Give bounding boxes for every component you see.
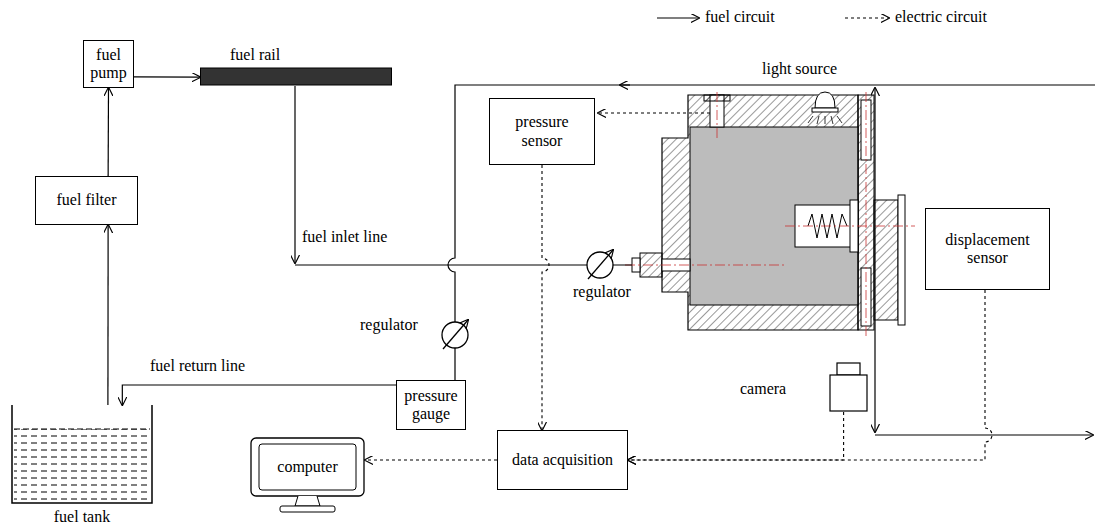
- window-plate: [858, 95, 874, 330]
- sensor-box: displacement sensor: [925, 208, 1050, 290]
- upper-port: [861, 100, 871, 160]
- electric-connector: [542, 165, 549, 430]
- node-label: displacement sensor: [930, 231, 1045, 268]
- lamp-base: [812, 108, 838, 112]
- regulator-symbol: [587, 252, 613, 278]
- pressure-port: [710, 95, 724, 127]
- node-label: fuel pump: [88, 46, 129, 83]
- camera: camera: [738, 362, 870, 412]
- return-flow-arrow: [620, 84, 630, 85]
- center-line: [866, 92, 867, 336]
- regulator-arrow: [443, 320, 468, 349]
- legend-fuel-sample: [657, 17, 699, 18]
- fuel-rail-shape: [200, 46, 392, 86]
- end-plate: [898, 195, 905, 325]
- center-line: [785, 226, 915, 227]
- legend-label: electric circuit: [895, 8, 987, 26]
- node-label: fuel tank: [10, 508, 154, 526]
- fuel-tank: fuel tank: [10, 405, 154, 529]
- sensor-box: pressure sensor: [489, 98, 595, 165]
- process-box: fuel pump: [83, 40, 134, 88]
- chamber-cavity: [690, 127, 858, 305]
- spring: [808, 214, 847, 238]
- pressure-signal-line: [598, 112, 710, 113]
- lower-port: [861, 268, 871, 326]
- needle-seat: [850, 200, 858, 252]
- node-label: camera: [740, 380, 786, 398]
- fuel-rail: fuel rail: [200, 46, 392, 86]
- inlet-fitting: [640, 253, 662, 277]
- lamp: [815, 92, 835, 108]
- outlet-flow-line: [875, 434, 1093, 435]
- legend-electric-sample: [845, 17, 889, 18]
- node-label: fuel filter: [57, 191, 117, 209]
- node-label: fuel rail: [230, 46, 280, 64]
- light-rays: [808, 116, 842, 124]
- gauge-box: pressure gauge: [396, 380, 466, 430]
- annotation-label: fuel inlet line: [302, 228, 387, 246]
- legend-label: fuel circuit: [705, 8, 775, 26]
- process-box: data acquisition: [497, 430, 628, 490]
- regulator-symbol: [442, 322, 468, 348]
- plate-flow-line: [874, 88, 875, 432]
- fuel-connector: [108, 88, 110, 176]
- electric-connector: [628, 412, 844, 460]
- inlet-passage: [662, 259, 690, 271]
- fuel-connector: [107, 225, 108, 405]
- inlet-nipple: [632, 258, 640, 272]
- fuel-connector: [134, 76, 200, 77]
- computer-monitor: computer: [250, 437, 365, 515]
- valve-body: [795, 205, 851, 247]
- node-label: computer: [259, 458, 356, 476]
- computer-monitor-shape: [250, 437, 365, 515]
- annotation-label: regulator: [573, 283, 631, 301]
- pressure-port-cap: [704, 95, 730, 101]
- process-box: fuel filter: [35, 176, 138, 225]
- annotation-label: light source: [762, 60, 837, 78]
- fuel-connector: [122, 385, 396, 405]
- electric-connector: [628, 290, 992, 460]
- electric-connector: [365, 459, 497, 460]
- node-label: pressure sensor: [494, 113, 590, 150]
- annotation-label: regulator: [360, 316, 418, 334]
- regulator-arrow: [588, 250, 613, 279]
- rail-outlet-line: [294, 86, 295, 263]
- end-cap: [874, 200, 898, 320]
- chamber-housing: [662, 95, 858, 330]
- center-line: [717, 92, 718, 140]
- node-label: data acquisition: [512, 451, 613, 469]
- center-line: [625, 265, 785, 266]
- node-label: pressure gauge: [401, 387, 461, 424]
- fuel-return-line: [448, 85, 1095, 380]
- annotation-label: fuel return line: [150, 357, 245, 375]
- fuel-inlet-line: [295, 264, 632, 265]
